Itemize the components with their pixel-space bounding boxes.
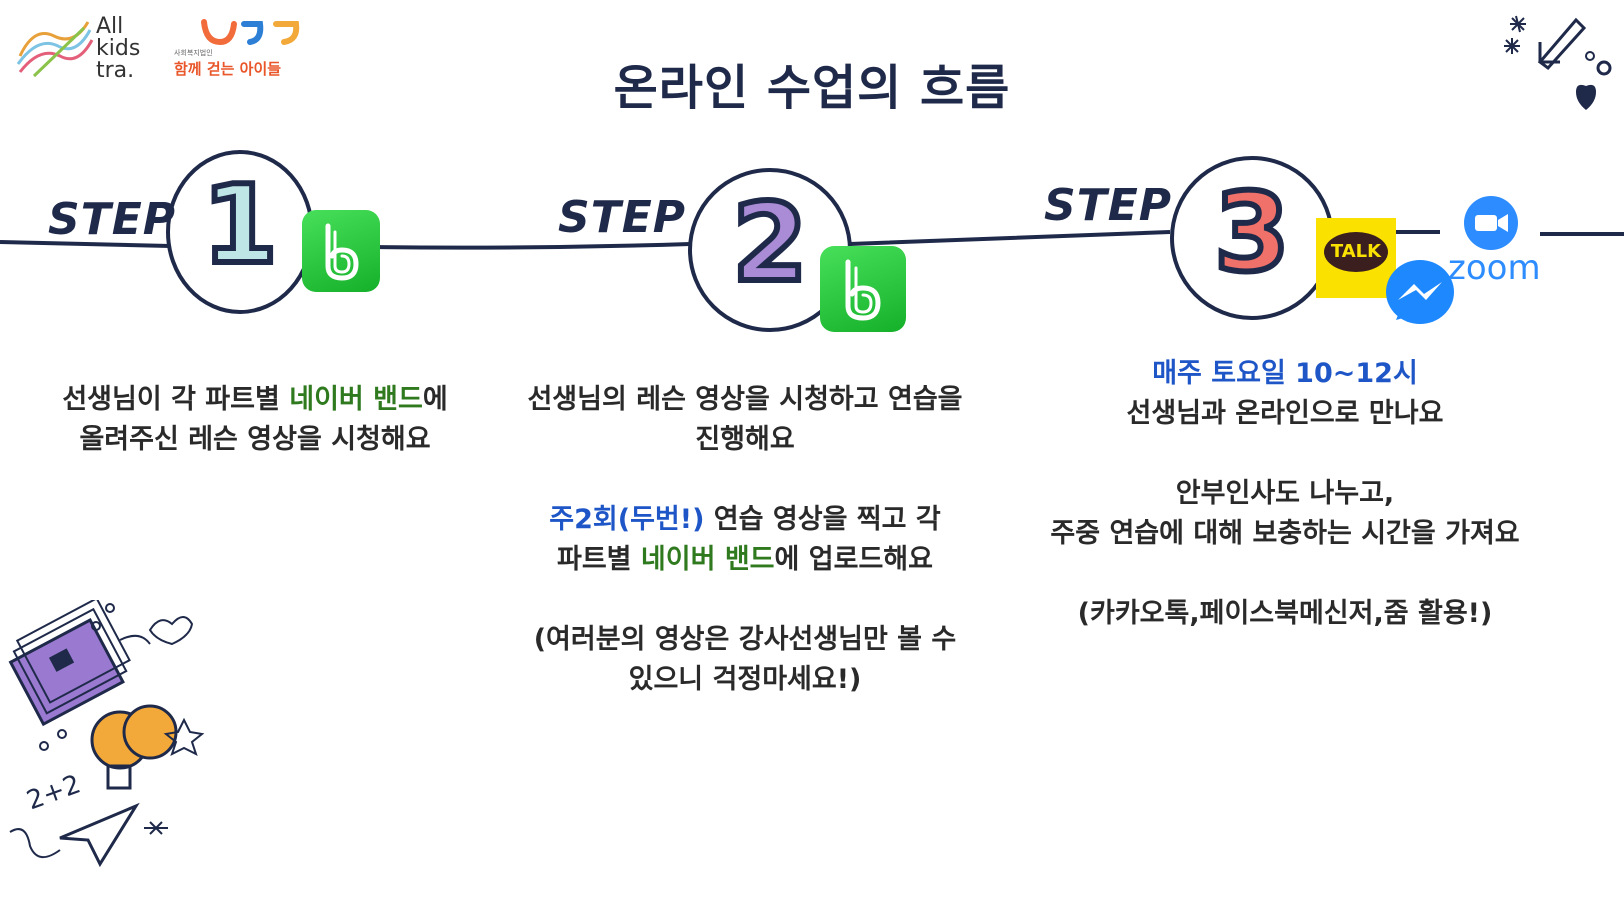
step3-desc-line: 선생님과 온라인으로 만나요 (1126, 398, 1444, 429)
step3-desc-line: 주중 연습에 대해 보충하는 시간을 가져요 (1050, 518, 1520, 549)
facebook-messenger-icon (1386, 260, 1454, 324)
step1-desc-text: 선생님이 각 파트별 (62, 384, 290, 415)
timeline-line (0, 230, 1624, 250)
step1-label: STEP (48, 194, 177, 245)
zoom-icon (1464, 196, 1518, 250)
frequency-highlight: 주2회(두번!) (549, 504, 705, 535)
naver-band-highlight: 네이버 밴드 (289, 384, 423, 415)
step2-desc-line: 있으니 걱정마세요!) (628, 664, 862, 695)
step3-description: 매주 토요일 10~12시 선생님과 온라인으로 만나요 안부인사도 나누고, … (1005, 354, 1565, 634)
org-logo-icon (201, 19, 300, 46)
naver-band-highlight: 네이버 밴드 (640, 544, 775, 575)
zoom-wordmark: zoom (1448, 248, 1541, 288)
step2-desc-text: 에 업로드해요 (774, 544, 933, 575)
allkidstra-logo-icon (16, 21, 94, 78)
org-name-label: 함께 걷는 아이들 (174, 60, 282, 78)
step2-desc-line: 선생님의 레슨 영상을 시청하고 연습을 (527, 384, 963, 415)
step3-desc-line: (카카오톡,페이스북메신저,줌 활용!) (1077, 598, 1493, 629)
step3-number: 3 (1211, 171, 1292, 296)
step2-desc-line: 진행해요 (695, 424, 795, 455)
step2-label: STEP (558, 192, 687, 243)
doodle-arrow-heart-icon (1504, 15, 1612, 110)
page-title: 온라인 수업의 흐름 (613, 60, 1011, 116)
step1-description: 선생님이 각 파트별 네이버 밴드에 올려주신 레슨 영상을 시청해요 (20, 380, 490, 460)
kakaotalk-icon: TALK (1316, 218, 1396, 298)
step1-desc-line: 올려주신 레슨 영상을 시청해요 (79, 424, 431, 455)
naver-band-icon-1 (302, 210, 380, 292)
step3-desc-line: 안부인사도 나누고, (1175, 478, 1395, 509)
logo-line-1: All (96, 14, 124, 39)
logo-line-2: kids (96, 36, 141, 61)
step1-desc-text: 에 (422, 384, 448, 415)
step1-number: 1 (199, 163, 280, 288)
naver-band-icon-2 (820, 246, 906, 332)
step2-number: 2 (729, 181, 810, 306)
step2-desc-text: 파트별 (557, 544, 641, 575)
schedule-highlight: 매주 토요일 10~12시 (1152, 358, 1418, 389)
math-doodle-text: 2+2 (23, 769, 85, 816)
logo-line-3: tra. (96, 58, 135, 83)
org-small-label: 사회복지법인 (174, 49, 213, 57)
step2-desc-line: (여러분의 영상은 강사선생님만 볼 수 (533, 624, 957, 655)
step2-description: 선생님의 레슨 영상을 시청하고 연습을 진행해요 주2회(두번!) 연습 영상… (500, 380, 990, 700)
kakaotalk-label: TALK (1324, 232, 1388, 272)
step3-label: STEP (1044, 180, 1173, 231)
doodle-study-icon: 2+2 (8, 600, 205, 868)
step2-desc-text: 연습 영상을 찍고 각 (704, 504, 941, 535)
